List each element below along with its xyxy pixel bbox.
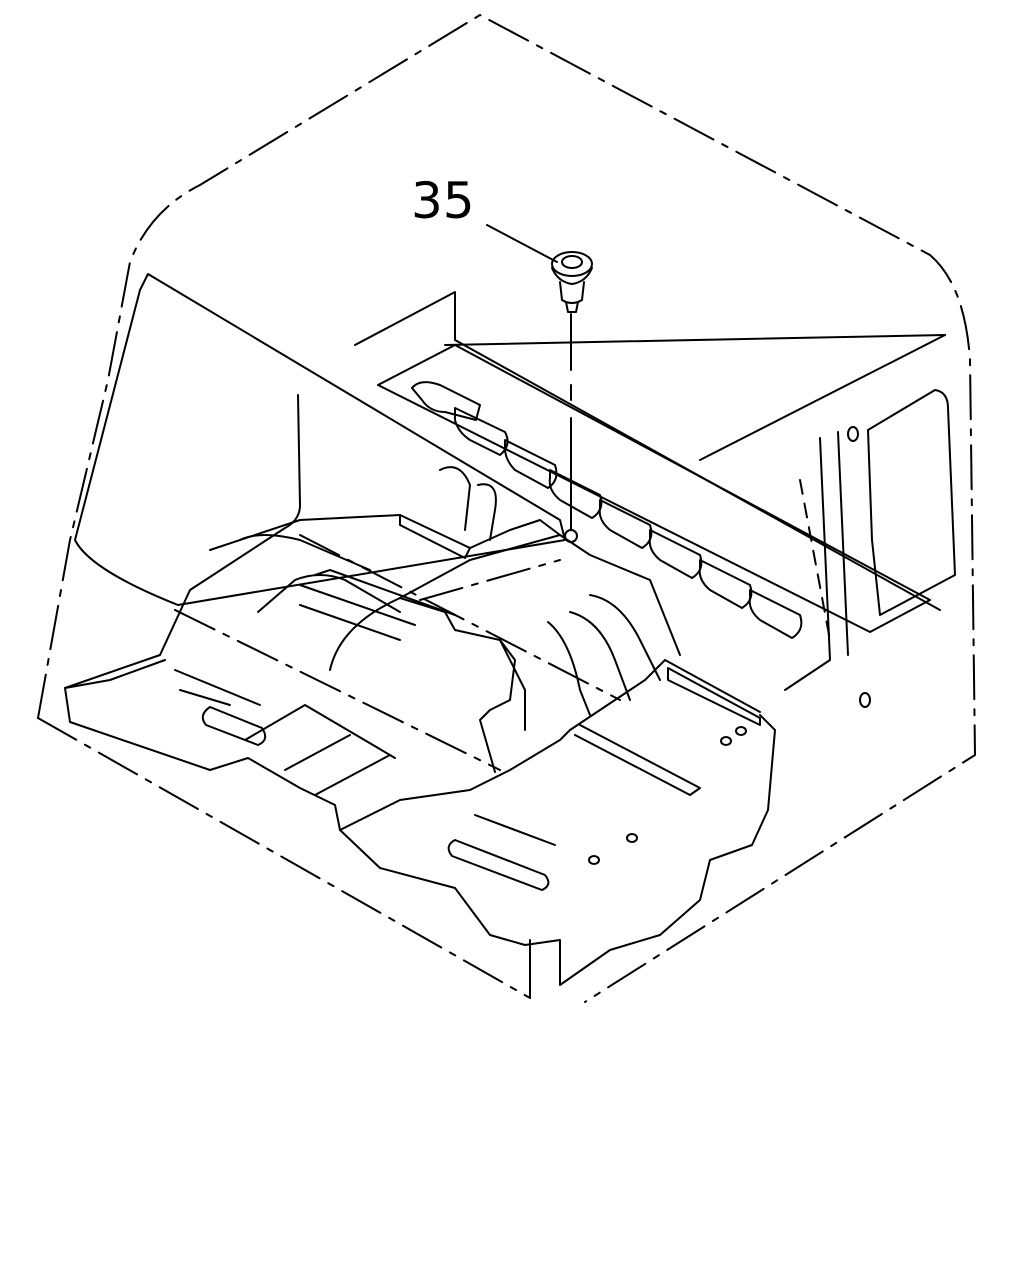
plug-clip-icon bbox=[551, 251, 593, 543]
cross-members bbox=[209, 466, 761, 796]
rear-window-outline bbox=[74, 273, 566, 606]
floor-tunnel bbox=[299, 519, 681, 773]
cab-outline bbox=[37, 14, 976, 1003]
phantom-lines bbox=[174, 534, 621, 771]
callout-35-label: 35 bbox=[411, 172, 475, 230]
side-window-outline bbox=[847, 389, 956, 708]
floor-slots bbox=[174, 669, 747, 891]
floor-ribs bbox=[377, 344, 931, 639]
floor-outline bbox=[64, 394, 776, 986]
callout-35: 35 bbox=[411, 172, 558, 263]
